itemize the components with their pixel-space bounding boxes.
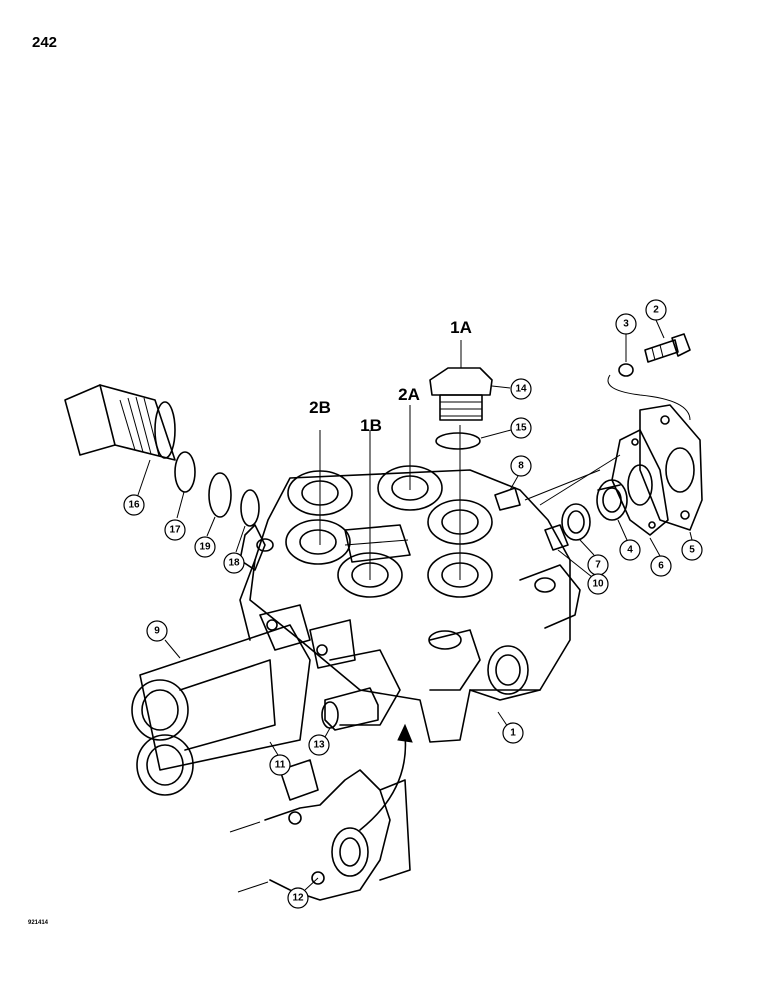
oring-18	[240, 489, 260, 527]
svg-text:14: 14	[515, 384, 527, 395]
callout-9: 9	[146, 620, 181, 659]
callout-7: 7	[579, 539, 609, 576]
svg-text:6: 6	[658, 561, 664, 572]
bracket-10	[544, 524, 569, 551]
inset-detail	[229, 723, 413, 901]
callout-17: 17	[164, 491, 186, 541]
svg-text:15: 15	[515, 423, 527, 434]
callout-8: 8	[509, 455, 532, 491]
callout-3: 3	[615, 313, 637, 362]
valve-body	[239, 465, 581, 743]
callout-11: 11	[269, 741, 291, 776]
svg-text:7: 7	[595, 560, 601, 571]
port-bosses	[285, 465, 493, 598]
spool-end-cap-assembly	[131, 604, 401, 796]
bolt-2	[644, 333, 691, 363]
port-label-1b: 1B	[360, 416, 382, 435]
port-label-1a: 1A	[450, 318, 472, 337]
oring-15	[435, 432, 481, 450]
svg-text:5: 5	[689, 545, 695, 556]
callout-5: 5	[681, 531, 703, 561]
callout-19: 19	[194, 516, 216, 558]
port-label-2b: 2B	[309, 398, 331, 417]
callout-14: 14	[491, 378, 532, 400]
plug-14	[429, 367, 493, 421]
svg-text:17: 17	[169, 525, 181, 536]
svg-text:2: 2	[653, 305, 659, 316]
fitting-16	[64, 384, 176, 461]
svg-text:16: 16	[128, 500, 140, 511]
svg-text:11: 11	[275, 760, 286, 771]
callout-6: 6	[649, 537, 672, 577]
svg-text:12: 12	[292, 893, 304, 904]
callout-4: 4	[617, 519, 641, 561]
oring-17	[174, 451, 196, 493]
svg-text:8: 8	[518, 461, 524, 472]
gasket-5	[639, 404, 703, 531]
callout-12: 12	[287, 877, 319, 909]
svg-text:13: 13	[313, 740, 325, 751]
svg-text:4: 4	[627, 545, 633, 556]
plug-13	[321, 687, 379, 731]
callout-1: 1	[497, 711, 524, 744]
svg-text:9: 9	[154, 626, 160, 637]
svg-text:10: 10	[592, 579, 604, 590]
seal-7	[561, 503, 591, 541]
svg-text:3: 3	[623, 319, 629, 330]
callout-16: 16	[123, 459, 151, 516]
lockwasher-3	[607, 363, 691, 421]
svg-text:1: 1	[510, 728, 516, 739]
callout-2: 2	[645, 299, 667, 339]
seal-4	[596, 479, 628, 521]
svg-text:18: 18	[228, 558, 240, 569]
page-number: 242	[32, 34, 58, 51]
port-label-2a: 2A	[398, 385, 420, 404]
ring-19	[208, 472, 232, 518]
svg-text:19: 19	[199, 542, 211, 553]
callout-18: 18	[223, 525, 246, 574]
callout-10: 10	[557, 549, 609, 595]
callout-15: 15	[480, 417, 532, 439]
figure-code: 921414	[28, 920, 49, 926]
callout-13: 13	[308, 727, 331, 756]
